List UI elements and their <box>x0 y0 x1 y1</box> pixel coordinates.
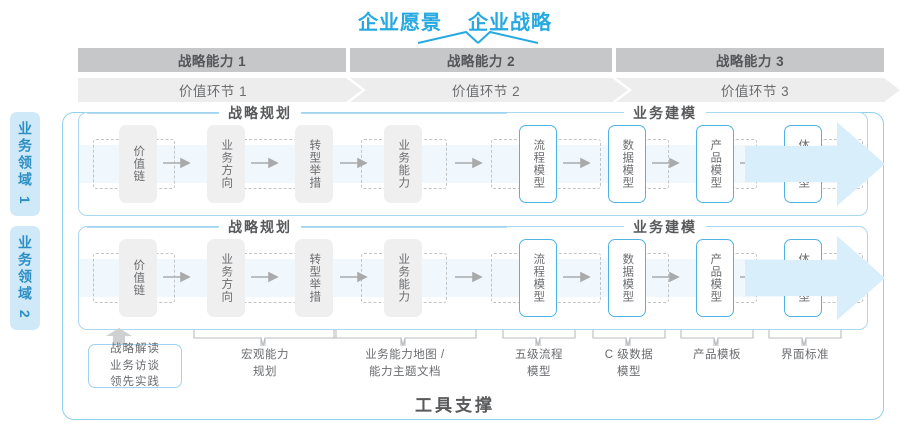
modeling-box-label: 数据模型 <box>621 139 634 189</box>
diagram-title: 企业愿景 企业战略 <box>0 6 910 34</box>
capability-label: 战略能力 3 <box>715 54 785 69</box>
title-strategy: 企业战略 <box>468 11 552 34</box>
value-chain-bar-2: 价值环节 2 <box>350 78 628 102</box>
flow-arrow-icon <box>563 271 591 283</box>
tool-note-line-1: C 级数据 <box>604 349 654 361</box>
brace-connector <box>768 330 842 346</box>
section-title-planning: 战略规划 <box>219 103 301 123</box>
section-title-modeling: 业务建模 <box>624 103 706 123</box>
planning-box-label: 业务方向 <box>220 139 233 189</box>
row-direction-arrow-icon <box>745 236 885 320</box>
modeling-box[interactable]: 数据模型 <box>608 125 646 203</box>
flow-arrow-icon <box>652 157 680 169</box>
flow-arrow-icon <box>251 271 279 283</box>
capability-bar-1: 战略能力 1 <box>78 48 346 72</box>
flow-arrow-icon <box>455 157 483 169</box>
tool-uplink-arrow-icon <box>106 328 132 346</box>
capability-label: 战略能力 2 <box>446 54 516 69</box>
section-title-planning: 战略规划 <box>219 217 301 237</box>
section-title-modeling: 业务建模 <box>624 217 706 237</box>
planning-box[interactable]: 业务能力 <box>384 239 422 317</box>
tool-note-line-1: 业务能力地图 / <box>365 349 445 361</box>
tool-note-line-1: 产品模板 <box>693 349 741 361</box>
brace-connector <box>333 330 477 346</box>
planning-box-label: 业务能力 <box>397 139 410 189</box>
modeling-box-label: 产品模型 <box>709 253 722 303</box>
domain-tab-label: 业务领域 2 <box>17 235 33 321</box>
title-caret-icon <box>418 30 538 44</box>
planning-box-label: 价值链 <box>132 259 145 297</box>
domain-tab-1: 业务领域 1 <box>10 112 40 216</box>
planning-box-label: 转型举措 <box>308 139 321 189</box>
tool-highlight-line-3: 领先实践 <box>110 376 160 389</box>
modeling-box-label: 数据模型 <box>621 253 634 303</box>
tool-note: 产品模板 <box>667 347 767 364</box>
tool-note-line-1: 界面标准 <box>781 349 829 361</box>
tool-note-line-1: 宏观能力 <box>241 349 289 361</box>
brace-connector <box>502 330 576 346</box>
tool-note-line-2: 能力主题文档 <box>369 365 441 378</box>
planning-box[interactable]: 价值链 <box>119 239 157 317</box>
tool-note-line-2: 模型 <box>617 365 641 378</box>
value-chain-label: 价值环节 3 <box>720 84 790 99</box>
tool-note-line-2: 模型 <box>527 365 551 378</box>
domain-tab-2: 业务领域 2 <box>10 226 40 330</box>
planning-box-label: 价值链 <box>132 145 145 183</box>
modeling-box-label: 流程模型 <box>532 253 545 303</box>
flow-arrow-icon <box>163 157 191 169</box>
tool-highlight-box[interactable]: 战略解读 业务访谈 领先实践 <box>88 343 182 389</box>
brace-connector <box>193 330 337 346</box>
modeling-box[interactable]: 流程模型 <box>519 239 557 317</box>
tool-highlight-line-1: 战略解读 <box>110 343 160 355</box>
row-direction-arrow-icon <box>745 122 885 206</box>
planning-box[interactable]: 价值链 <box>119 125 157 203</box>
domain-row-2: 战略规划 业务建模 价值链 业务方向 转型举措 业务能力 流程模型 数据模型 产… <box>78 217 868 330</box>
tool-note-line-2: 规划 <box>253 365 277 378</box>
tool-note-line-1: 五级流程 <box>515 349 563 361</box>
planning-box-label: 业务能力 <box>397 253 410 303</box>
flow-arrow-icon <box>340 271 368 283</box>
flow-arrow-icon <box>340 157 368 169</box>
brace-connector <box>592 330 666 346</box>
planning-box[interactable]: 转型举措 <box>295 239 333 317</box>
value-chain-label: 价值环节 2 <box>451 84 521 99</box>
capability-label: 战略能力 1 <box>177 54 247 69</box>
value-chain-bar-3: 价值环节 3 <box>616 78 900 102</box>
modeling-box[interactable]: 数据模型 <box>608 239 646 317</box>
tool-note: C 级数据 模型 <box>579 347 679 380</box>
tool-note: 界面标准 <box>755 347 855 364</box>
brace-connector <box>680 330 754 346</box>
tool-highlight-line-2: 业务访谈 <box>110 359 160 372</box>
tool-note: 业务能力地图 / 能力主题文档 <box>340 347 470 380</box>
title-vision: 企业愿景 <box>358 11 442 34</box>
modeling-box-label: 产品模型 <box>709 139 722 189</box>
planning-box[interactable]: 业务方向 <box>207 125 245 203</box>
modeling-box[interactable]: 流程模型 <box>519 125 557 203</box>
flow-arrow-icon <box>563 157 591 169</box>
planning-box-label: 转型举措 <box>308 253 321 303</box>
value-chain-bar-1: 价值环节 1 <box>78 78 362 102</box>
modeling-box[interactable]: 产品模型 <box>696 239 734 317</box>
footer-title: 工具支撑 <box>415 396 495 415</box>
planning-box[interactable]: 转型举措 <box>295 125 333 203</box>
tool-note: 宏观能力 规划 <box>210 347 320 380</box>
domain-row-1: 战略规划 业务建模 价值链 业务方向 转型举措 业务能力 流程模型 数据模型 产… <box>78 103 868 216</box>
flow-arrow-icon <box>455 271 483 283</box>
value-chain-label: 价值环节 1 <box>178 84 248 99</box>
planning-box-label: 业务方向 <box>220 253 233 303</box>
modeling-box[interactable]: 产品模型 <box>696 125 734 203</box>
capability-bar-2: 战略能力 2 <box>350 48 612 72</box>
capability-bar-3: 战略能力 3 <box>616 48 884 72</box>
flow-arrow-icon <box>251 157 279 169</box>
domain-tab-label: 业务领域 1 <box>17 121 33 207</box>
planning-box[interactable]: 业务方向 <box>207 239 245 317</box>
flow-arrow-icon <box>163 271 191 283</box>
flow-arrow-icon <box>652 271 680 283</box>
planning-box[interactable]: 业务能力 <box>384 125 422 203</box>
tool-note: 五级流程 模型 <box>489 347 589 380</box>
modeling-box-label: 流程模型 <box>532 139 545 189</box>
